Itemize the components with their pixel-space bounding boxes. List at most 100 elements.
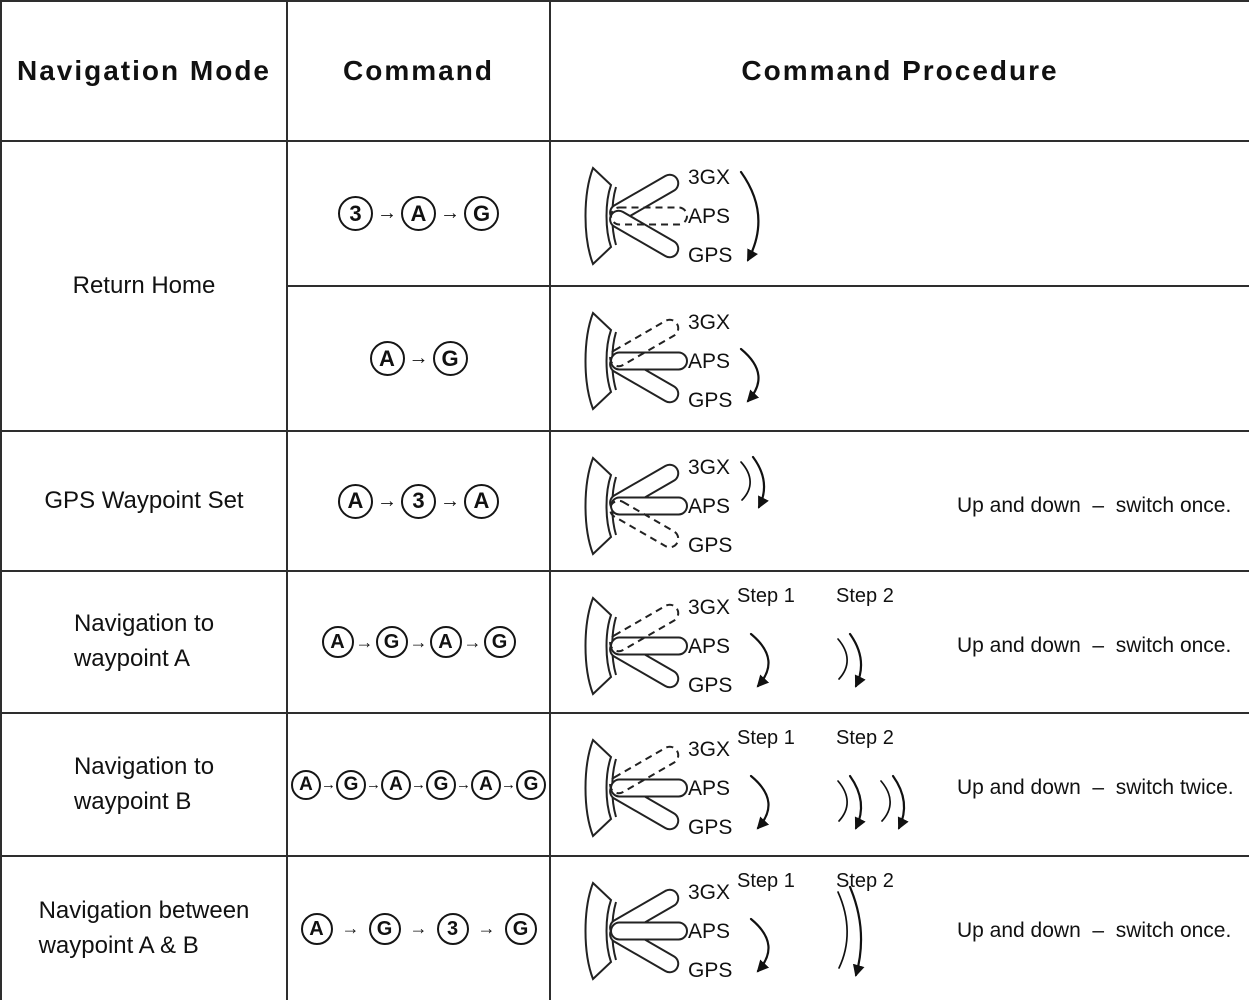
header-command-procedure: Command Procedure [549, 0, 1249, 142]
switch-motion-arrow-single [749, 632, 770, 688]
switch-diagram: 3GX APS GPS [584, 881, 732, 982]
switch-motion-arrow-single [749, 917, 770, 973]
command-sequence: A→G [288, 341, 549, 376]
mode-cell: GPS Waypoint Set [0, 430, 288, 572]
label-gps: GPS [688, 959, 732, 982]
command-token: A [321, 626, 354, 658]
command-sequence: A→G→3→G [288, 912, 549, 945]
command-sequence: 3→A→G [288, 196, 549, 231]
command-cell: A→G [286, 285, 551, 432]
command-token: G [375, 626, 408, 658]
header-navigation-mode-label: Navigation Mode [16, 55, 271, 86]
switch-base [584, 881, 613, 981]
command-token: G [464, 196, 499, 231]
command-arrow-icon: → [377, 489, 397, 512]
command-arrow-icon: → [477, 918, 496, 938]
command-arrow-icon: → [341, 918, 360, 938]
command-token: A [291, 769, 321, 800]
command-token: A [401, 196, 436, 231]
procedure-cell: 3GX APS GPS [549, 285, 1249, 432]
switch-base [584, 596, 613, 696]
switch-base [584, 456, 613, 556]
command-token: 3 [338, 196, 373, 231]
switch-diagram: 3GX APS GPS [584, 738, 732, 839]
command-arrow-icon: → [366, 776, 381, 793]
label-aps: APS [688, 920, 730, 943]
procedure-note: Up and down – switch once. [957, 634, 1231, 657]
label-aps: APS [688, 205, 730, 228]
lever-3gx-dashed [609, 603, 680, 653]
command-arrow-icon: → [440, 489, 460, 512]
command-cell: A→G→A→G→A→G [286, 712, 551, 857]
header-command-procedure-label: Command Procedure [741, 55, 1059, 86]
label-3gx: 3GX [688, 596, 730, 619]
label-3gx: 3GX [688, 456, 730, 479]
mode-label-line: Navigation to [73, 610, 215, 638]
lever-3gx-dashed [609, 318, 680, 368]
switch-base [584, 738, 613, 838]
label-aps: APS [688, 635, 730, 658]
command-token: G [483, 626, 516, 658]
command-cell: A→G→A→G [286, 570, 551, 714]
mode-label-line: Return Home [72, 271, 216, 299]
mode-label-line: Navigation between [38, 896, 250, 924]
header-row: Navigation Mode Command Command Procedur… [0, 0, 1249, 142]
lever-aps [610, 778, 688, 798]
command-arrow-icon: → [409, 918, 428, 938]
command-token: 3 [401, 483, 436, 519]
procedure-note: Up and down – switch twice. [957, 776, 1234, 799]
label-3gx: 3GX [688, 311, 730, 334]
command-token: A [338, 483, 373, 519]
lever-3gx-dashed [609, 745, 680, 795]
command-token: A [471, 769, 501, 800]
command-token: A [429, 626, 462, 658]
command-token: A [300, 912, 333, 945]
lever-aps-dashed [610, 206, 688, 226]
lever-aps [610, 921, 688, 941]
switch-motion-arrow-flick [880, 774, 909, 830]
label-gps: GPS [688, 244, 732, 267]
command-token: G [432, 341, 468, 376]
mode-label: GPS Waypoint Set [44, 484, 243, 519]
command-sequence: A→3→A [288, 483, 549, 519]
mode-label-line: waypoint A [73, 645, 191, 672]
switch-motion-arrow-flick [837, 632, 866, 688]
switch-base [584, 166, 613, 266]
label-aps: APS [688, 777, 730, 800]
lever-aps [610, 351, 688, 371]
command-token: A [464, 483, 499, 519]
step2-label: Step 2 [836, 585, 894, 607]
label-gps: GPS [688, 816, 732, 839]
command-arrow-icon: → [409, 631, 428, 652]
label-3gx: 3GX [688, 881, 730, 904]
command-arrow-icon: → [501, 776, 516, 793]
label-3gx: 3GX [688, 738, 730, 761]
label-aps: APS [688, 495, 730, 518]
command-arrow-icon: → [456, 776, 471, 793]
label-gps: GPS [688, 389, 732, 412]
procedure-graphic: 3GX APS GPS [584, 311, 760, 412]
command-arrow-icon: → [377, 202, 397, 224]
table-row: Return Home 3→ A→G 3GX APS GPS [0, 140, 1249, 432]
procedure-note: Up and down – switch once. [957, 494, 1231, 517]
table-row: A→G 3GX APS GPS [1, 285, 1249, 432]
command-token: A [369, 341, 405, 376]
label-aps: APS [688, 350, 730, 373]
lever-gps-dashed [609, 499, 680, 549]
